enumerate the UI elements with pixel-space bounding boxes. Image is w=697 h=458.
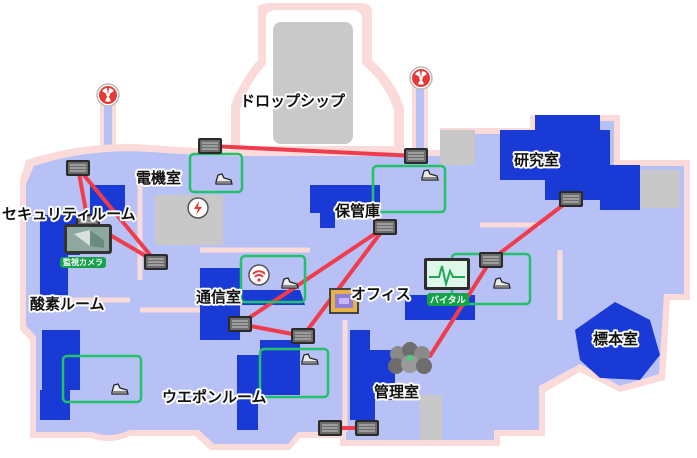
badge-vitals: バイタル	[427, 293, 469, 306]
comms-icon	[248, 264, 270, 286]
vitals-monitor-icon	[424, 258, 470, 290]
vent-icon	[403, 147, 429, 165]
label-security: セキュリティルーム	[2, 205, 136, 223]
vent-lines	[76, 144, 573, 430]
inner-walls	[30, 180, 563, 432]
vent-icon	[478, 251, 504, 269]
vent-icon	[143, 253, 169, 271]
vent-icon	[354, 419, 380, 437]
label-specimen: 標本室	[593, 330, 639, 348]
vent-icon	[372, 218, 398, 236]
vent-icon	[227, 315, 253, 333]
label-electrical: 電機室	[136, 169, 182, 187]
sabotage-icon	[187, 197, 209, 219]
vent-icon	[558, 190, 584, 208]
label-o2: 酸素ルーム	[30, 295, 105, 313]
radiation-icon	[96, 83, 120, 107]
vent-icon	[65, 159, 91, 177]
badge-cameras: 監視カメラ	[60, 257, 106, 268]
label-weapons: ウエポンルーム	[162, 388, 267, 406]
label-dropship: ドロップシップ	[240, 92, 346, 110]
vent-icon	[197, 137, 223, 155]
vent-icon	[290, 327, 316, 345]
label-office: オフィス	[351, 285, 411, 303]
label-communications: 通信室	[196, 288, 242, 306]
right-tower	[412, 82, 428, 152]
office-panel-icon	[329, 288, 359, 314]
dropship-hull	[231, 3, 404, 150]
camera-monitor-icon	[64, 224, 112, 254]
label-laboratory: 研究室	[514, 151, 560, 169]
radiation-icon	[409, 66, 433, 90]
label-storage: 保管庫	[335, 202, 381, 220]
label-admin: 管理室	[374, 383, 420, 401]
admin-table-icon	[388, 342, 432, 374]
vent-icon	[317, 419, 343, 437]
